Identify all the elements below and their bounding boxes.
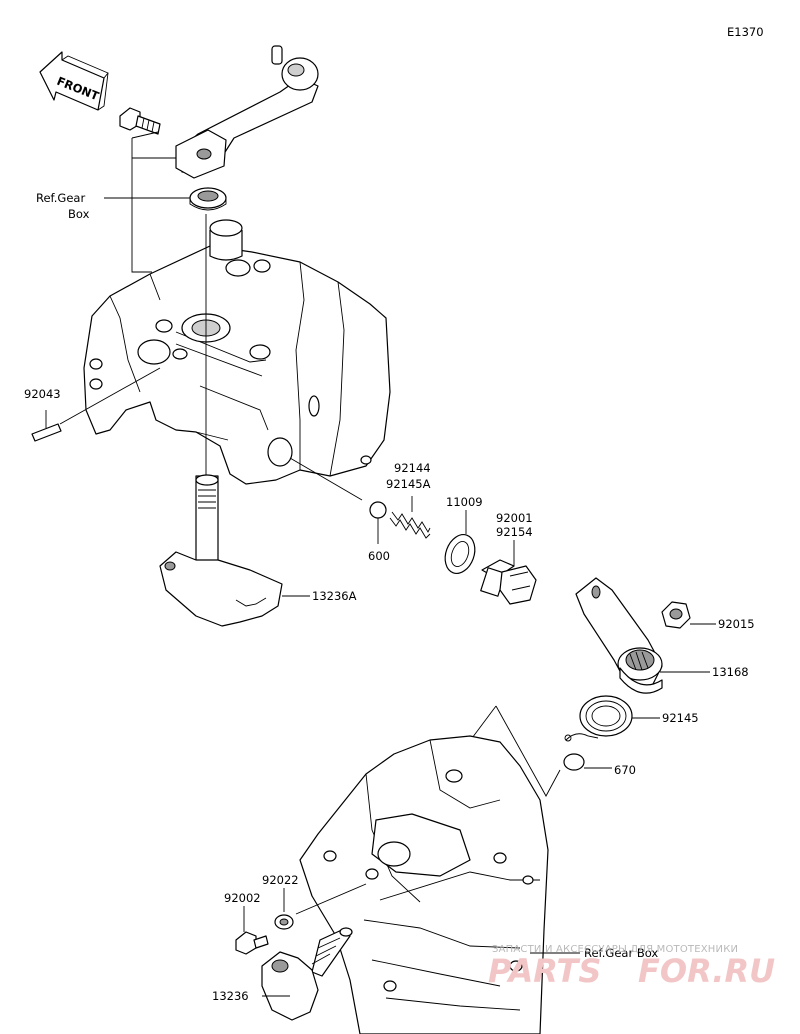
ball-600 (369, 501, 387, 519)
upper-gear-housing (83, 219, 391, 485)
shift-shaft-13236 (261, 927, 353, 1021)
part-92002: 92002 (224, 891, 261, 905)
clamp-bolt (119, 107, 161, 135)
watermark-site-left: PARTS (488, 952, 601, 990)
ref-gear-box-top-line1: Ref.Gear (36, 191, 85, 205)
lower-gear-box-housing (299, 735, 549, 1034)
gasket-11009 (444, 534, 476, 574)
washer-92022 (274, 914, 294, 930)
shift-shaft-13236A (159, 474, 283, 627)
part-92145A: 92145A (386, 477, 431, 491)
part-13236: 13236 (212, 989, 249, 1003)
nut-92015 (661, 601, 691, 629)
part-92001: 92001 (496, 511, 533, 525)
return-spring-92145 (564, 695, 633, 742)
shift-lever-13168 (575, 577, 663, 694)
circlip-670 (563, 753, 585, 771)
diagram-code: E1370 (727, 25, 764, 39)
plug-bolt (480, 559, 537, 605)
part-92015: 92015 (718, 617, 755, 631)
watermark-caption: ЗАПАСТИ И АКСЕССУАРЫ ДЛЯ МОТОТЕХНИКИ (492, 944, 738, 955)
part-92144: 92144 (394, 461, 431, 475)
dowel-pin-92043 (31, 423, 62, 442)
part-600: 600 (368, 549, 390, 563)
part-92145: 92145 (662, 711, 699, 725)
upper-shift-lever (175, 45, 319, 179)
part-670: 670 (614, 763, 636, 777)
part-92154: 92154 (496, 525, 533, 539)
part-13168: 13168 (712, 665, 749, 679)
part-13236A: 13236A (312, 589, 357, 603)
ref-gear-box-bottom: Ref.Gear Box (584, 946, 658, 960)
part-11009: 11009 (446, 495, 483, 509)
part-92043: 92043 (24, 387, 61, 401)
oil-seal (189, 187, 227, 211)
part-92022: 92022 (262, 873, 299, 887)
bolt-92002 (235, 931, 269, 955)
front-direction-arrow-icon: FRONT (39, 51, 109, 111)
watermark-site-logo: PARTS FOR.RU (488, 952, 775, 990)
detent-spring (389, 511, 431, 539)
ref-gear-box-top-line2: Box (68, 207, 90, 221)
watermark-site-right: FOR.RU (638, 952, 775, 990)
